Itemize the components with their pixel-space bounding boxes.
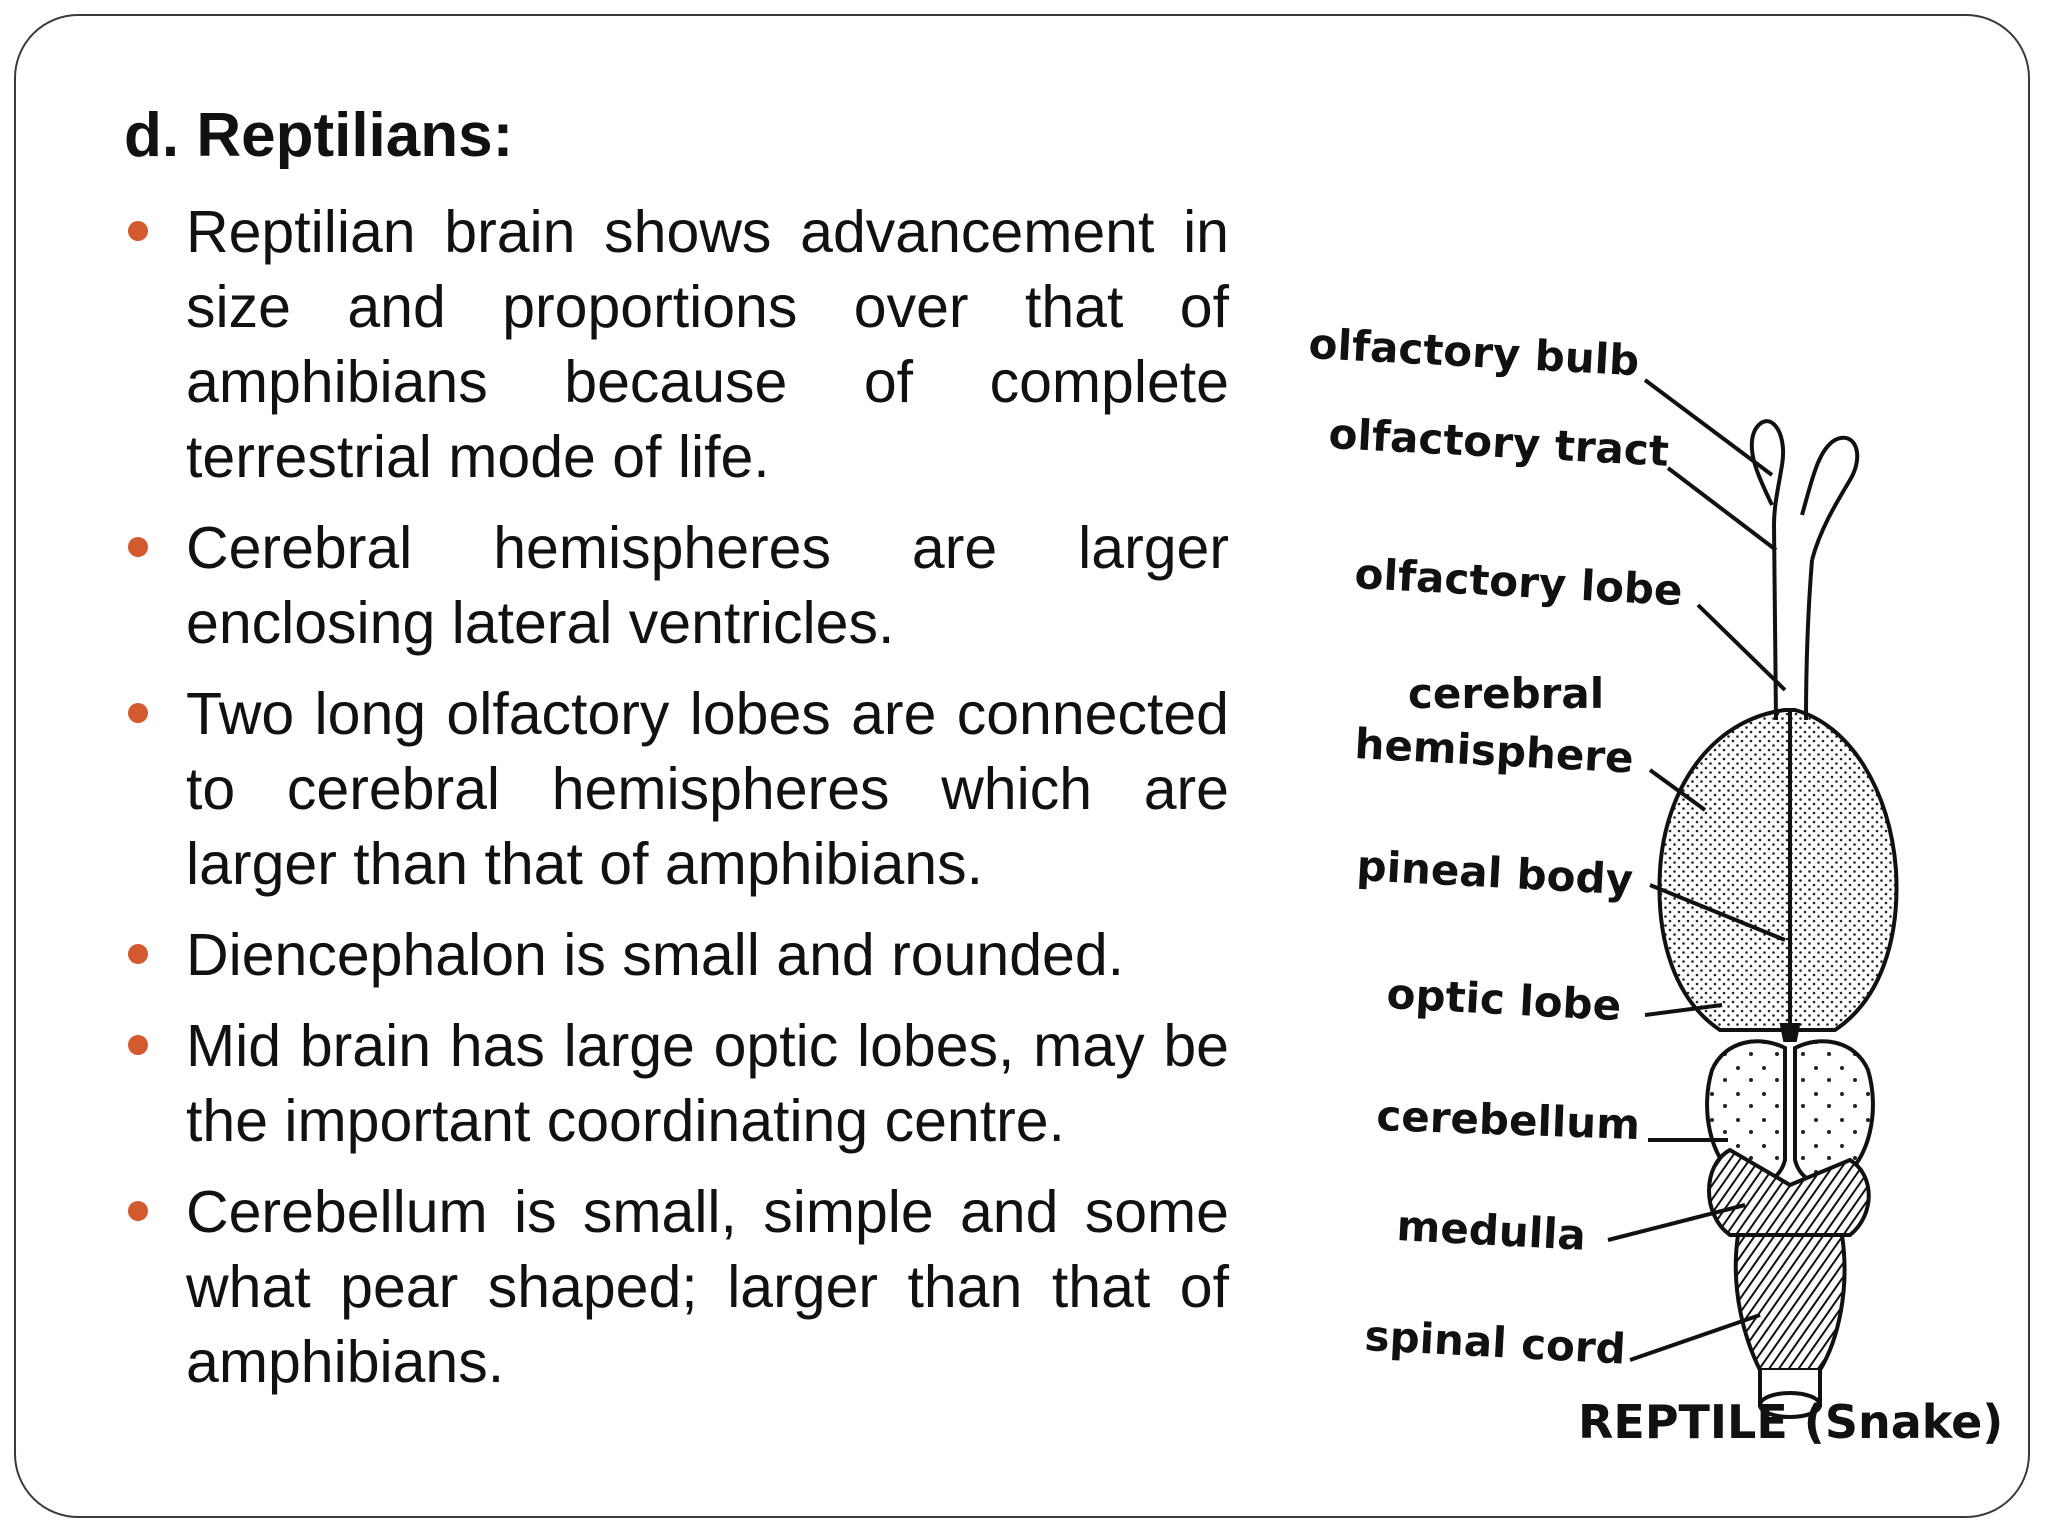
diagram-caption: REPTILE (Snake): [1578, 1395, 2003, 1449]
label-hemisphere: hemisphere: [1353, 719, 1634, 783]
bullet-text: Mid brain has large optic lobes, may be …: [186, 1013, 1229, 1154]
spinal-cord-end: [1758, 1391, 1822, 1419]
bullet-dot-icon: [128, 703, 148, 723]
optic-lobe-right: [1793, 1039, 1875, 1186]
bullet-text: Diencephalon is small and rounded.: [186, 922, 1125, 988]
brain-drawing: [1657, 419, 1899, 1419]
bullet-item: Cerebral hemispheres are larger enclosin…: [124, 511, 1229, 661]
olfactory-tract-right: [1804, 559, 1814, 721]
label-olfactory-bulb: olfactory bulb: [1307, 319, 1640, 385]
bullet-list: Reptilian brain shows advancement in siz…: [124, 195, 1229, 1416]
pointer-lines: [1607, 378, 1787, 1362]
bullet-dot-icon: [128, 1035, 148, 1055]
reptile-brain-diagram: olfactory bulb olfactory tract olfactory…: [1307, 319, 2003, 1449]
bullet-text: Two long olfactory lobes are connected t…: [186, 681, 1229, 897]
bullet-item: Reptilian brain shows advancement in siz…: [124, 195, 1229, 495]
olfactory-tract-left: [1772, 524, 1778, 721]
diagram-labels: olfactory bulb olfactory tract olfactory…: [1307, 319, 2003, 1449]
bullet-dot-icon: [128, 944, 148, 964]
medulla-shape: [1733, 1233, 1847, 1372]
bullet-text: Reptilian brain shows advancement in siz…: [186, 199, 1229, 490]
olfactory-bulb-right: [1800, 435, 1860, 561]
slide-title: d. Reptilians:: [124, 101, 514, 170]
pineal-body: [1779, 1023, 1801, 1042]
bullet-item: Mid brain has large optic lobes, may be …: [124, 1009, 1229, 1159]
label-spinal-cord: spinal cord: [1363, 1311, 1626, 1374]
bullet-item: Cerebellum is small, simple and some wha…: [124, 1175, 1229, 1400]
label-pineal-body: pineal body: [1355, 841, 1634, 904]
label-olfactory-lobe: olfactory lobe: [1353, 549, 1683, 615]
bullet-dot-icon: [128, 1201, 148, 1221]
label-cerebellum: cerebellum: [1376, 1091, 1641, 1149]
cerebral-hemisphere: [1657, 708, 1899, 1032]
label-olfactory-tract: olfactory tract: [1327, 409, 1670, 476]
bullet-item: Diencephalon is small and rounded.: [124, 918, 1229, 993]
bullet-item: Two long olfactory lobes are connected t…: [124, 677, 1229, 902]
label-medulla: medulla: [1395, 1201, 1587, 1260]
bullet-dot-icon: [128, 221, 148, 241]
label-optic-lobe: optic lobe: [1385, 969, 1622, 1030]
bullet-text: Cerebral hemispheres are larger enclosin…: [186, 515, 1229, 656]
cerebellum-shape: [1707, 1147, 1871, 1237]
label-cerebral: cerebral: [1408, 669, 1604, 718]
bullet-dot-icon: [128, 537, 148, 557]
bullet-text: Cerebellum is small, simple and some wha…: [186, 1179, 1229, 1395]
olfactory-bulb-left: [1749, 419, 1786, 526]
